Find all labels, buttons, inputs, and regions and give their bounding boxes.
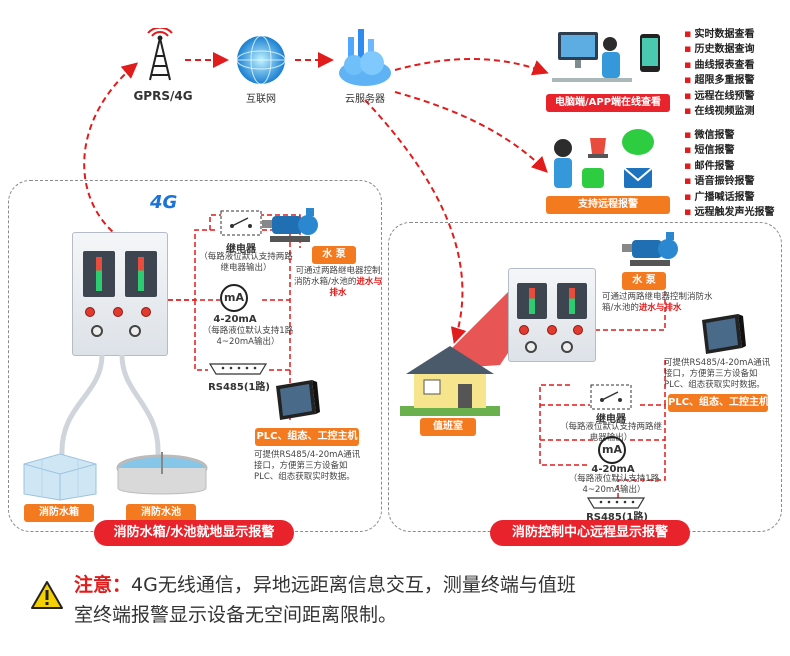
- left-pump-note-b: 进水与排水: [329, 277, 382, 298]
- alarm-feature: 语音振铃报警: [684, 174, 774, 189]
- left-plc-badge: PLC、组态、工控主机: [255, 428, 359, 446]
- alarm-feature: 广播喊话报警: [684, 190, 774, 205]
- right-pump-note-a: 可通过两路继电器控制消防水箱/水池的: [602, 292, 713, 313]
- gprs-label: GPRS/4G: [133, 89, 193, 103]
- cloud-server-icon: [339, 29, 391, 86]
- badge-4g: 4G: [150, 192, 178, 213]
- remote-alarm-icon: [554, 129, 654, 188]
- pool-badge: 消防水池: [126, 504, 196, 522]
- duty-room-badge: 值班室: [420, 418, 476, 436]
- internet-label: 互联网: [246, 94, 276, 105]
- right-panel-banner: 消防控制中心远程显示报警: [490, 520, 690, 546]
- left-ma-icon: mA: [220, 284, 248, 312]
- left-pump-note: 可通过两路继电器控制消防水箱/水池的进水与排水: [294, 266, 382, 299]
- view-feature: 实时数据查看: [684, 27, 754, 42]
- pc-app-viewer-icon: [552, 32, 660, 82]
- right-ma-sub: （每路液位默认支持1路4~20mA输出）: [568, 474, 660, 495]
- alarm-feature-list: 微信报警 短信报警 邮件报警 语音振铃报警 广播喊话报警 远程触发声光报警: [684, 128, 774, 220]
- left-panel-banner: 消防水箱/水池就地显示报警: [94, 520, 294, 546]
- footer-note-label: 注意：: [74, 574, 132, 596]
- left-plc-monitor-icon: [276, 380, 320, 420]
- left-relay-title: 继电器: [226, 244, 256, 255]
- right-water-pump-icon: [622, 232, 678, 266]
- right-relay-title: 继电器: [596, 414, 626, 425]
- tank-badge: 消防水箱: [24, 504, 94, 522]
- right-plc-monitor-icon: [702, 314, 746, 354]
- footer-note: 注意：4G无线通信，异地远距离信息交互，测量终端与值班 室终端报警显示设备无空间…: [74, 570, 774, 630]
- alarm-feature: 远程触发声光报警: [684, 205, 774, 220]
- cloud-server-label: 云服务器: [345, 94, 385, 105]
- left-rs485-icon: [208, 363, 268, 375]
- left-ma-sub: （每路液位默认支持1路4~20mA输出）: [202, 326, 294, 347]
- right-rs485-label: RS485(1路): [586, 512, 648, 523]
- left-water-pump-icon: [262, 208, 318, 242]
- view-feature: 曲线报表查看: [684, 58, 754, 73]
- internet-globe-icon: [236, 35, 286, 85]
- view-feature: 历史数据查询: [684, 42, 754, 57]
- right-relay-switch-icon: [590, 384, 632, 410]
- right-controller-device: [508, 268, 596, 362]
- left-controller-device: [72, 232, 168, 356]
- right-ma-title: 4-20mA: [591, 464, 635, 475]
- left-relay-sub: （每路液位默认支持两路继电器输出）: [199, 252, 293, 273]
- left-plc-note: 可提供RS485/4-20mA通讯接口，方便第三方设备如PLC、组态获取实时数据…: [254, 450, 361, 482]
- pc-app-view-badge: 电脑端/APP端在线查看: [546, 94, 670, 112]
- left-pump-badge: 水 泵: [312, 246, 356, 264]
- right-rs485-icon: [586, 497, 646, 509]
- alarm-feature: 邮件报警: [684, 159, 774, 174]
- fire-water-tank-icon: [23, 453, 97, 501]
- sensor-cables: [59, 355, 161, 456]
- relay-switch-icon: [220, 210, 262, 236]
- left-pump-note-a: 可通过两路继电器控制消防水箱/水池的: [294, 266, 381, 287]
- right-plc-badge: PLC、组态、工控主机: [668, 394, 769, 412]
- left-ma-title: 4-20mA: [213, 314, 257, 325]
- right-plc-note: 可提供RS485/4-20mA通讯接口，方便第三方设备如PLC、组态获取实时数据…: [664, 358, 771, 390]
- alarm-feature: 微信报警: [684, 128, 774, 143]
- view-feature: 远程在线预警: [684, 89, 754, 104]
- remote-alarm-badge: 支持远程报警: [546, 196, 670, 214]
- footer-note-line2: 室终端报警显示设备无空间距离限制。: [74, 604, 398, 626]
- alarm-feature: 短信报警: [684, 143, 774, 158]
- right-pump-note: 可通过两路继电器控制消防水箱/水池的进水与排水: [602, 292, 714, 314]
- fire-water-pool-icon: [116, 452, 208, 495]
- signal-tower-icon: [147, 28, 173, 81]
- left-rs485-label: RS485(1路): [208, 382, 270, 393]
- right-pump-note-b: 进水与排水: [638, 303, 682, 313]
- view-feature-list: 实时数据查看 历史数据查询 曲线报表查看 超限多重报警 远程在线预警 在线视频监…: [684, 27, 754, 119]
- right-pump-badge: 水 泵: [622, 272, 666, 290]
- view-feature: 在线视频监测: [684, 104, 754, 119]
- duty-room-house-icon: [400, 346, 500, 416]
- footer-note-line1: 4G无线通信，异地远距离信息交互，测量终端与值班: [131, 574, 576, 596]
- right-ma-icon: mA: [598, 436, 626, 464]
- warning-icon: [31, 581, 63, 609]
- view-feature: 超限多重报警: [684, 73, 754, 88]
